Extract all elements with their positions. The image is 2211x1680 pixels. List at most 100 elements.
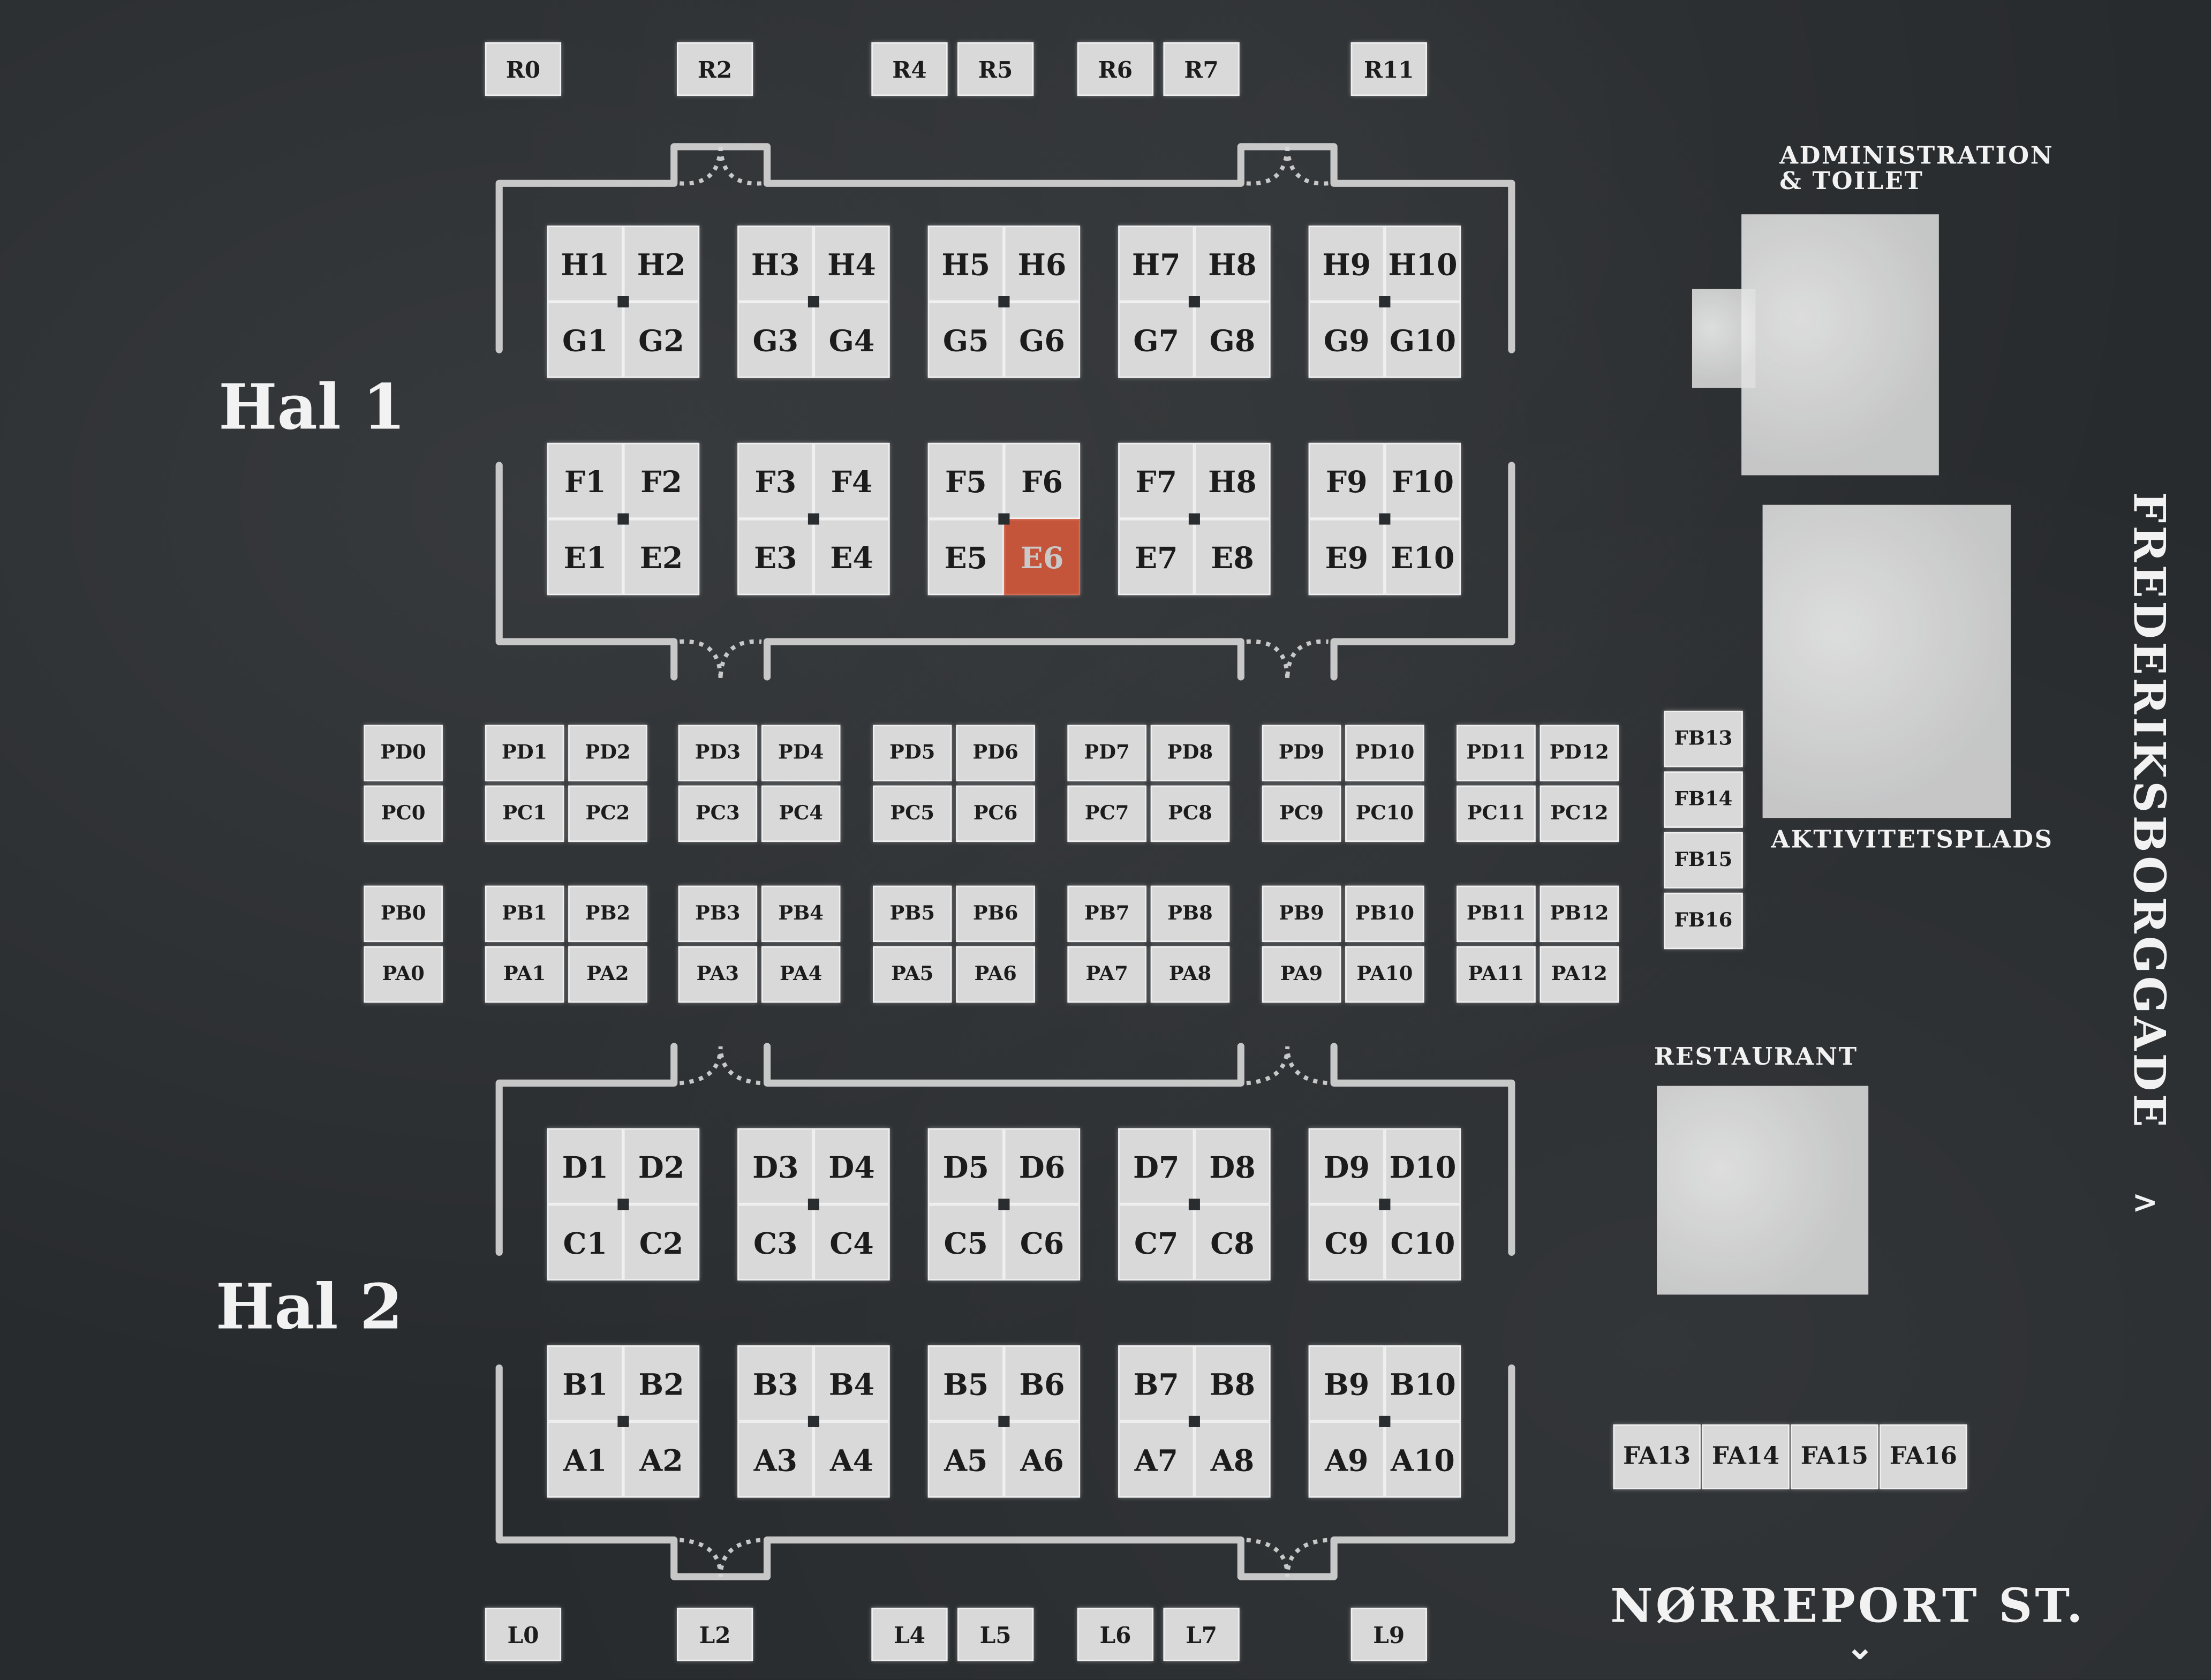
booth-f1[interactable]: F1 [547,442,623,519]
booth-pa8[interactable]: PA8 [1150,946,1230,1003]
booth-c7[interactable]: C7 [1118,1204,1195,1281]
booth-pc12[interactable]: PC12 [1540,785,1619,842]
booth-d10[interactable]: D10 [1384,1128,1461,1204]
booth-fa13[interactable]: FA13 [1613,1424,1701,1489]
booth-fa14[interactable]: FA14 [1702,1424,1790,1489]
booth-e10[interactable]: E10 [1384,519,1461,596]
booth-g2[interactable]: G2 [623,302,700,378]
booth-pd0[interactable]: PD0 [364,725,443,781]
booth-c4[interactable]: C4 [813,1204,890,1281]
booth-g1[interactable]: G1 [547,302,623,378]
booth-a6[interactable]: A6 [1003,1421,1081,1498]
booth-c2[interactable]: C2 [623,1204,700,1281]
booth-b10[interactable]: B10 [1384,1345,1461,1422]
booth-e3[interactable]: E3 [737,519,814,596]
booth-a8[interactable]: A8 [1194,1421,1271,1498]
booth-l2[interactable]: L2 [676,1607,753,1662]
booth-e2[interactable]: E2 [623,519,700,596]
booth-pc11[interactable]: PC11 [1457,785,1536,842]
booth-fb15[interactable]: FB15 [1664,832,1743,888]
booth-h9[interactable]: H9 [1308,225,1385,302]
booth-l7[interactable]: L7 [1163,1607,1240,1662]
booth-r0[interactable]: R0 [485,42,562,96]
booth-e6[interactable]: E6 [1003,519,1081,596]
booth-pb6[interactable]: PB6 [956,885,1035,943]
booth-h8[interactable]: H8 [1194,442,1271,519]
booth-a4[interactable]: A4 [813,1421,890,1498]
booth-b8[interactable]: B8 [1194,1345,1271,1422]
booth-l5[interactable]: L5 [957,1607,1034,1662]
booth-a2[interactable]: A2 [623,1421,700,1498]
booth-l9[interactable]: L9 [1350,1607,1427,1662]
booth-pb10[interactable]: PB10 [1345,885,1424,943]
booth-e1[interactable]: E1 [547,519,623,596]
booth-e5[interactable]: E5 [927,519,1004,596]
booth-pc0[interactable]: PC0 [364,785,443,842]
booth-pc9[interactable]: PC9 [1262,785,1341,842]
booth-pb5[interactable]: PB5 [873,885,952,943]
booth-r2[interactable]: R2 [676,42,753,96]
booth-c9[interactable]: C9 [1308,1204,1385,1281]
booth-pb2[interactable]: PB2 [568,885,647,943]
booth-pd1[interactable]: PD1 [485,725,564,781]
booth-a10[interactable]: A10 [1384,1421,1461,1498]
booth-pa6[interactable]: PA6 [956,946,1035,1003]
booth-pc7[interactable]: PC7 [1067,785,1146,842]
booth-b2[interactable]: B2 [623,1345,700,1422]
booth-pd10[interactable]: PD10 [1345,725,1424,781]
booth-a5[interactable]: A5 [927,1421,1004,1498]
booth-g3[interactable]: G3 [737,302,814,378]
booth-pb3[interactable]: PB3 [678,885,758,943]
booth-b4[interactable]: B4 [813,1345,890,1422]
booth-h1[interactable]: H1 [547,225,623,302]
booth-a9[interactable]: A9 [1308,1421,1385,1498]
booth-h8[interactable]: H8 [1194,225,1271,302]
booth-b7[interactable]: B7 [1118,1345,1195,1422]
booth-fa16[interactable]: FA16 [1880,1424,1967,1489]
booth-a1[interactable]: A1 [547,1421,623,1498]
booth-f10[interactable]: F10 [1384,442,1461,519]
booth-pc8[interactable]: PC8 [1150,785,1230,842]
booth-h3[interactable]: H3 [737,225,814,302]
booth-pb9[interactable]: PB9 [1262,885,1341,943]
booth-r5[interactable]: R5 [957,42,1034,96]
booth-pa2[interactable]: PA2 [568,946,647,1003]
booth-fb13[interactable]: FB13 [1664,711,1743,767]
booth-pc10[interactable]: PC10 [1345,785,1424,842]
booth-pb1[interactable]: PB1 [485,885,564,943]
booth-h4[interactable]: H4 [813,225,890,302]
booth-a3[interactable]: A3 [737,1421,814,1498]
booth-b5[interactable]: B5 [927,1345,1004,1422]
booth-pd9[interactable]: PD9 [1262,725,1341,781]
booth-pb8[interactable]: PB8 [1150,885,1230,943]
booth-a7[interactable]: A7 [1118,1421,1195,1498]
booth-c8[interactable]: C8 [1194,1204,1271,1281]
booth-pc1[interactable]: PC1 [485,785,564,842]
booth-pc5[interactable]: PC5 [873,785,952,842]
booth-pa9[interactable]: PA9 [1262,946,1341,1003]
booth-b9[interactable]: B9 [1308,1345,1385,1422]
booth-l0[interactable]: L0 [485,1607,562,1662]
booth-g9[interactable]: G9 [1308,302,1385,378]
booth-pa12[interactable]: PA12 [1540,946,1619,1003]
booth-pd11[interactable]: PD11 [1457,725,1536,781]
booth-g10[interactable]: G10 [1384,302,1461,378]
booth-e4[interactable]: E4 [813,519,890,596]
booth-fb16[interactable]: FB16 [1664,892,1743,950]
booth-pb11[interactable]: PB11 [1457,885,1536,943]
booth-pa7[interactable]: PA7 [1067,946,1146,1003]
booth-pa10[interactable]: PA10 [1345,946,1424,1003]
booth-pd6[interactable]: PD6 [956,725,1035,781]
booth-pa4[interactable]: PA4 [761,946,841,1003]
booth-fa15[interactable]: FA15 [1791,1424,1878,1489]
booth-l4[interactable]: L4 [871,1607,948,1662]
booth-c5[interactable]: C5 [927,1204,1004,1281]
booth-d7[interactable]: D7 [1118,1128,1195,1204]
booth-f3[interactable]: F3 [737,442,814,519]
booth-pd12[interactable]: PD12 [1540,725,1619,781]
booth-e8[interactable]: E8 [1194,519,1271,596]
booth-r7[interactable]: R7 [1163,42,1240,96]
booth-pd7[interactable]: PD7 [1067,725,1146,781]
booth-pa5[interactable]: PA5 [873,946,952,1003]
booth-pc6[interactable]: PC6 [956,785,1035,842]
